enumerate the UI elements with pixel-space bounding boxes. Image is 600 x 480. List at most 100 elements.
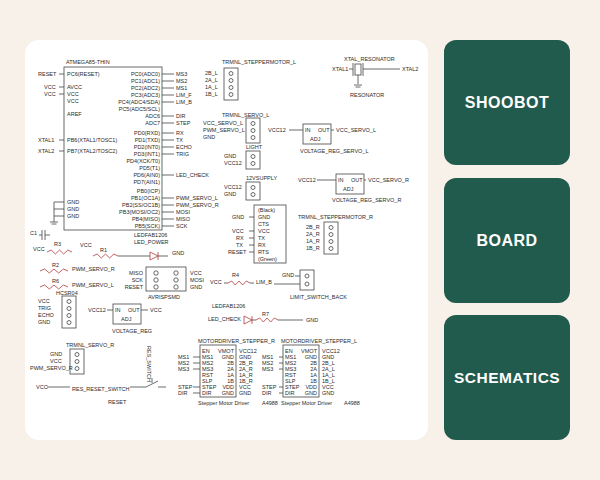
wire bbox=[54, 209, 64, 210]
terminal-block bbox=[246, 118, 260, 143]
schematic-label: RESONATOR bbox=[350, 92, 384, 98]
schematic-label: GND bbox=[67, 213, 79, 219]
schematic-label: GND bbox=[222, 390, 234, 396]
schematic-label: VDD bbox=[222, 384, 234, 390]
wire bbox=[162, 102, 174, 103]
schematic-label: LIM_B bbox=[176, 99, 192, 105]
schematic-label: 2A_L bbox=[205, 77, 218, 83]
schematic-label: LED_CHECK bbox=[176, 172, 209, 178]
schematic-label: ADJ bbox=[310, 136, 320, 142]
schematic-label: VCC bbox=[36, 384, 48, 390]
schematic-label: MOSI bbox=[190, 277, 204, 283]
terminal-pin bbox=[67, 321, 71, 325]
schematic-label: TRMNL_STEPPERMOTOR_L bbox=[222, 59, 296, 65]
wire bbox=[193, 369, 200, 370]
schematic-label: 2B_R bbox=[239, 360, 253, 366]
schematic-label: TRMNL_SERVO_L bbox=[222, 112, 269, 118]
schematic-label: VMOT bbox=[301, 348, 317, 354]
wire bbox=[249, 231, 254, 232]
wire bbox=[363, 69, 400, 70]
wire bbox=[59, 74, 64, 75]
terminal-pin bbox=[329, 247, 333, 251]
schematic-label: PD2(INT0) bbox=[134, 144, 160, 150]
schematic-label: PC1(ADC1) bbox=[131, 78, 160, 84]
schematic-label: HCSR04 bbox=[56, 290, 78, 296]
wire bbox=[274, 284, 300, 285]
schematic-label: RX bbox=[258, 242, 266, 248]
microcontroller-outline bbox=[64, 67, 162, 230]
schematic-label: LED_POWER bbox=[134, 239, 169, 245]
wire bbox=[289, 130, 303, 131]
schematic-label: A4988 bbox=[262, 400, 278, 406]
schematic-label: MS3 bbox=[202, 366, 213, 372]
crystal-symbol bbox=[355, 64, 361, 75]
schematic-label: MOTORDRIVER_STEPPER_L bbox=[281, 338, 357, 344]
resistor-symbol bbox=[47, 250, 72, 254]
schematic-label: TRMNL_STEPPERMOTOR_R bbox=[298, 214, 373, 220]
schematic-label: OUT bbox=[128, 307, 140, 313]
schematic-label: 1B_R bbox=[239, 378, 253, 384]
schematic-label: AVRISPSMD bbox=[148, 294, 180, 300]
schematic-label: R2 bbox=[52, 262, 59, 268]
schematic-label: RX bbox=[236, 235, 244, 241]
wire bbox=[162, 116, 174, 117]
schematic-label: VCC_SERVO_L bbox=[336, 127, 376, 133]
schematic-label: PB3(MOSI/OC2) bbox=[119, 209, 160, 215]
terminal-pin bbox=[329, 226, 333, 230]
schematic-label: PC6(RESET) bbox=[67, 71, 100, 77]
schematic-label: GND bbox=[258, 214, 270, 220]
schematic-label: GND bbox=[67, 206, 79, 212]
schematic-label: 2A_L bbox=[322, 366, 335, 372]
schematic-label: ADC6 bbox=[145, 113, 160, 119]
schematic-label: (Black) bbox=[258, 207, 275, 213]
wire bbox=[162, 198, 174, 199]
schematic-label: MS3 bbox=[176, 71, 187, 77]
terminal-pin bbox=[251, 129, 255, 133]
card-title: BOARD bbox=[476, 232, 537, 250]
schematic-label: PD5(T1) bbox=[139, 165, 160, 171]
schematic-label: VCC bbox=[80, 242, 92, 248]
schematic-label: C1 bbox=[30, 230, 37, 236]
wire bbox=[141, 310, 148, 311]
wire bbox=[249, 245, 254, 246]
schematic-label: DIR bbox=[176, 113, 185, 119]
wire bbox=[162, 147, 174, 148]
wire bbox=[54, 202, 64, 203]
terminal-block bbox=[300, 270, 314, 290]
schematic-label: GND bbox=[222, 354, 234, 360]
wire bbox=[162, 205, 174, 206]
schematic-label: IN bbox=[338, 177, 344, 183]
schematic-label: VCC bbox=[33, 246, 45, 252]
schematic-label: VCC bbox=[67, 98, 79, 104]
terminal-block bbox=[246, 182, 260, 200]
schematic-label: PWM_SERVO_L bbox=[203, 127, 245, 133]
schematic-label: PC3(ADC3) bbox=[131, 92, 160, 98]
resistor-symbol bbox=[256, 318, 278, 322]
schematic-label: DIR bbox=[202, 390, 211, 396]
schematic-label: XTAL2 bbox=[38, 148, 54, 154]
schematic-label: VDD bbox=[305, 384, 317, 390]
schematic-label: MS2 bbox=[262, 360, 273, 366]
schematic-label: 1A_L bbox=[322, 372, 335, 378]
wire bbox=[59, 151, 64, 152]
schematic-label: VCC_SERVO_R bbox=[368, 177, 409, 183]
schematic-label: 2A_R bbox=[239, 366, 253, 372]
schematic-label: 1A_R bbox=[306, 238, 320, 244]
schematic-label: PD3(INT1) bbox=[134, 151, 160, 157]
schematic-label: 1A_L bbox=[205, 84, 218, 90]
wire bbox=[39, 235, 42, 236]
wire bbox=[162, 175, 174, 176]
wire bbox=[278, 320, 303, 321]
wire bbox=[118, 256, 150, 257]
schematic-label: VCC12 bbox=[322, 348, 340, 354]
wire bbox=[349, 69, 353, 70]
schematic-label: 2B_L bbox=[205, 70, 218, 76]
schematic-label: MS3 bbox=[285, 366, 296, 372]
schematic-label: STEP bbox=[176, 120, 190, 126]
wire bbox=[317, 180, 336, 181]
schematic-label: MOTORDRIVER_STEPPER_R bbox=[198, 338, 275, 344]
schematic-label: MS2 bbox=[176, 78, 187, 84]
schematic-label: PC4(ADC4/SDA) bbox=[118, 99, 160, 105]
schematic-label: RES_SWITCH bbox=[146, 346, 152, 382]
isp-header bbox=[146, 267, 186, 291]
